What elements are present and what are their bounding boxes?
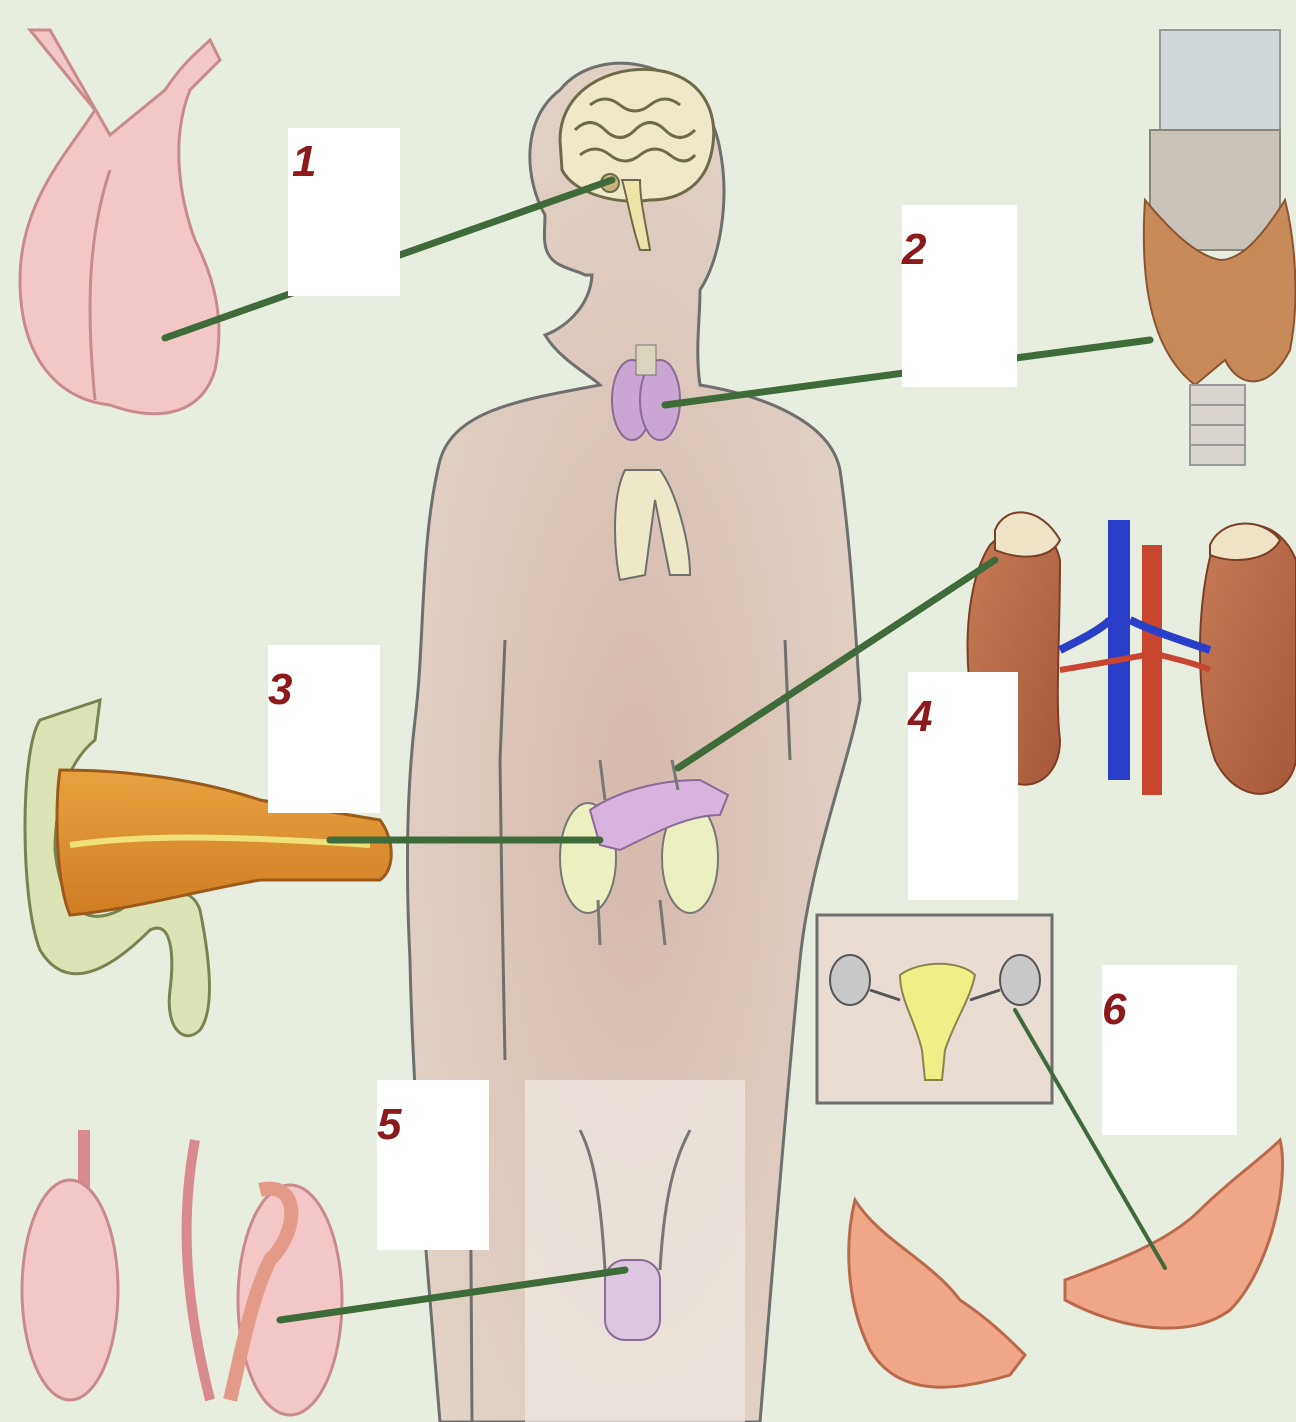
- testis-icon: [22, 1130, 342, 1415]
- ovary-icon: [849, 1140, 1283, 1387]
- label-number-1: 1: [292, 140, 316, 184]
- pituitary-gland-icon: [20, 30, 220, 414]
- label-number-6: 6: [1102, 988, 1126, 1032]
- ovary-inset-icon: [817, 915, 1052, 1103]
- label-number-2: 2: [902, 228, 926, 272]
- thyroid-gland-icon: [1144, 30, 1296, 465]
- label-number-3: 3: [268, 668, 292, 712]
- label-number-4: 4: [908, 695, 932, 739]
- label-number-5: 5: [377, 1103, 401, 1147]
